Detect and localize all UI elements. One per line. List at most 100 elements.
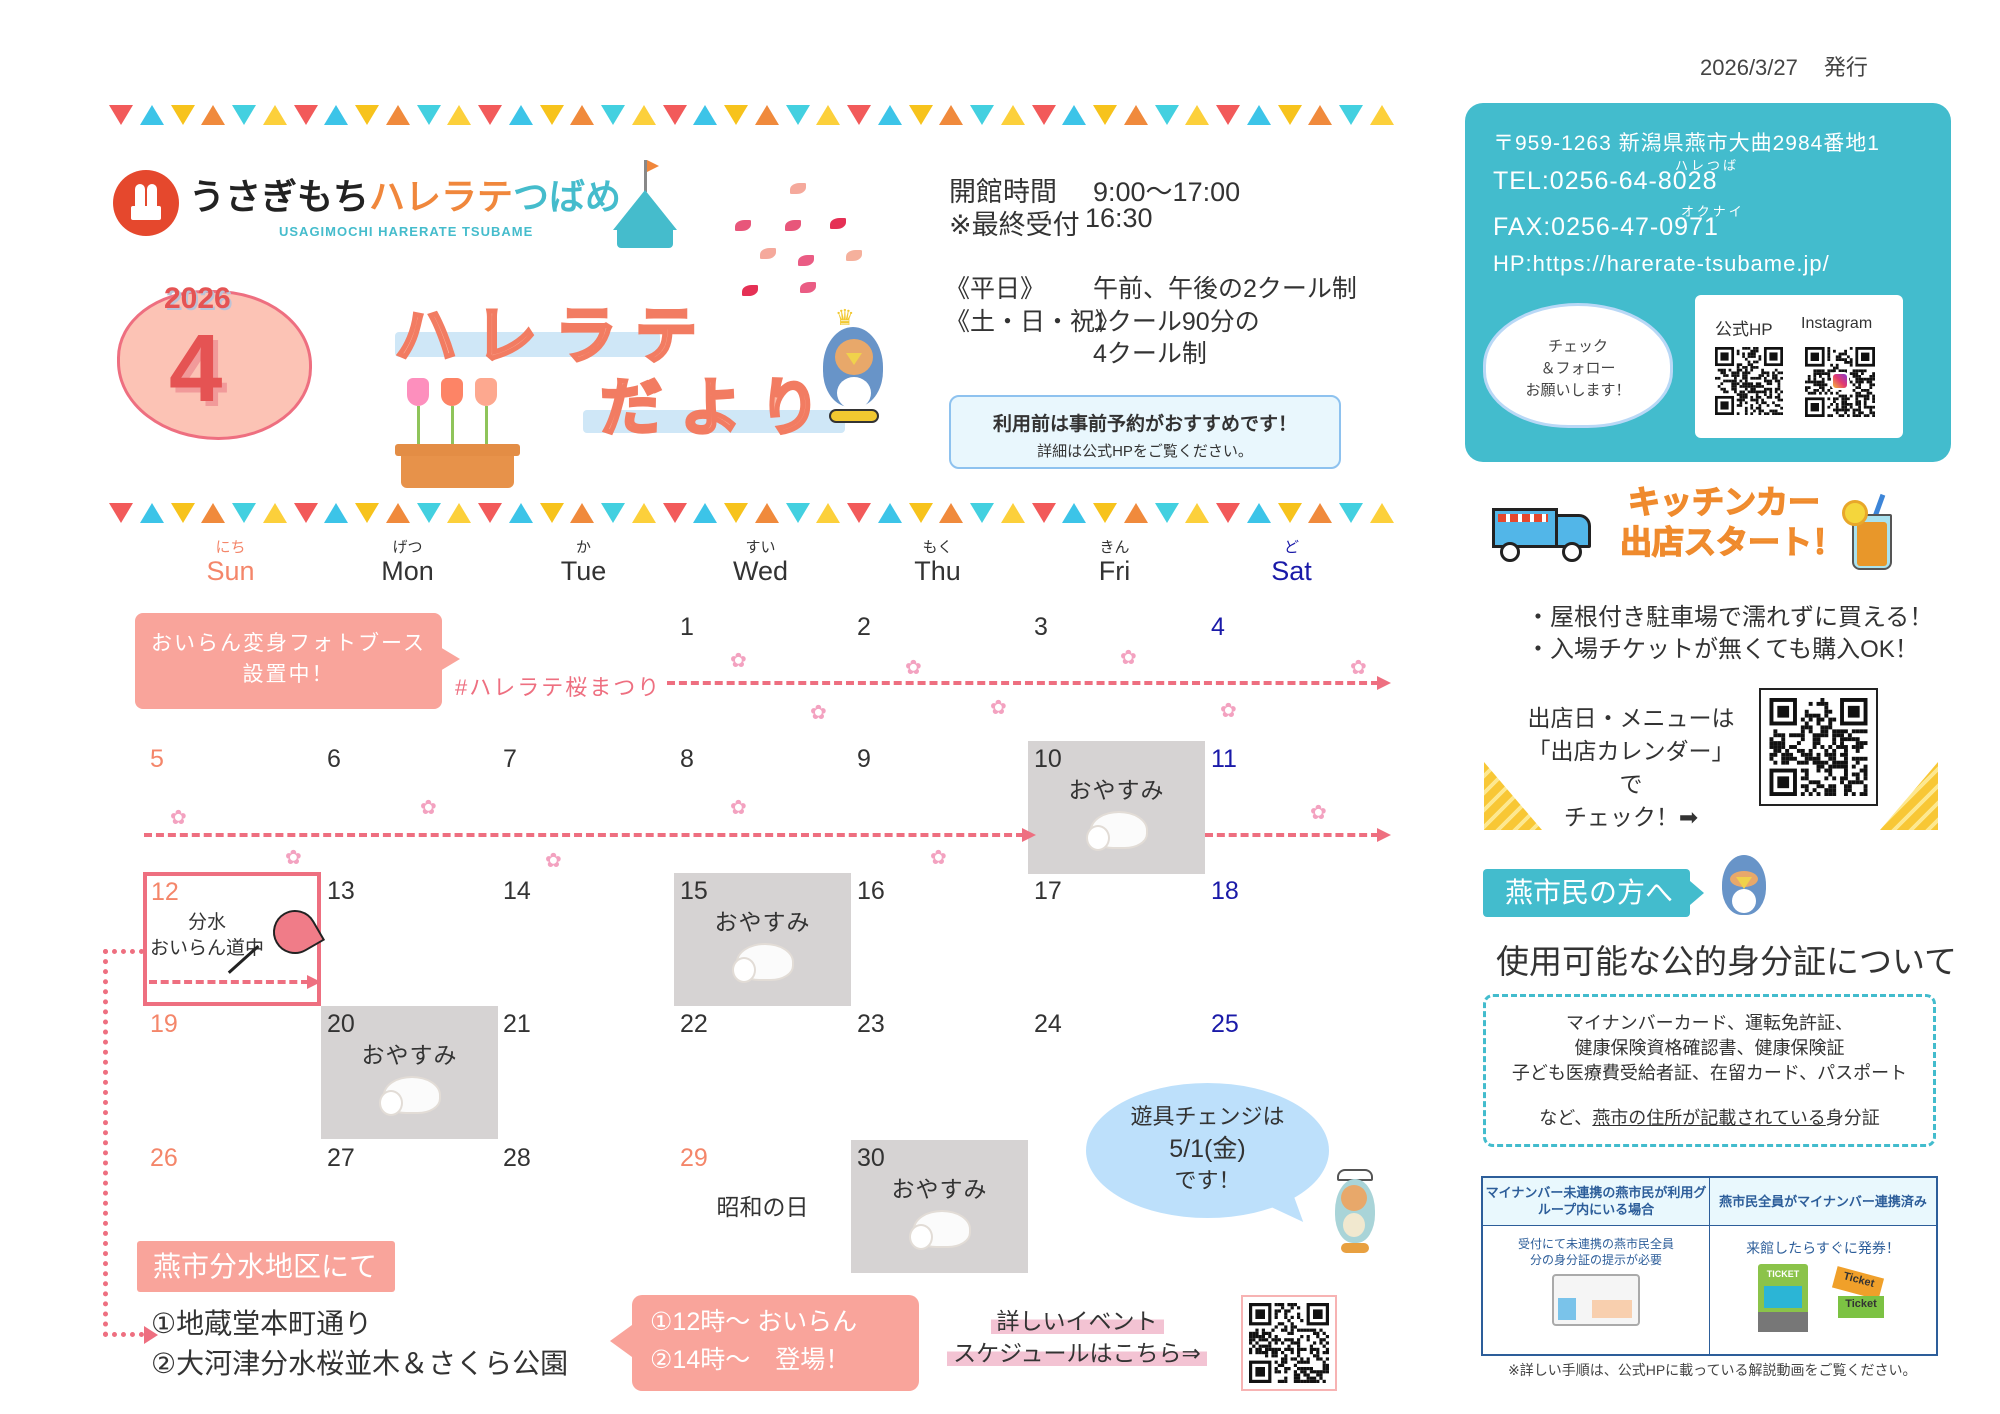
bunting-triangle xyxy=(1031,503,1056,523)
swallow-mascot-hat xyxy=(1327,1169,1382,1257)
bunting-triangle xyxy=(447,105,472,125)
festival-arrow-week1 xyxy=(667,676,1391,690)
kitchen-calendar-line-2: 「出店カレンダー」で xyxy=(1527,738,1735,797)
calendar-day-18[interactable]: 18 xyxy=(1205,873,1382,1006)
calendar-day-16[interactable]: 16 xyxy=(851,873,1028,1006)
petal-icon xyxy=(800,282,816,293)
sakura-icon: ✿ xyxy=(730,650,747,672)
calendar-day-3[interactable]: 3 xyxy=(1028,609,1205,742)
weekday-ruby: すい xyxy=(745,539,776,556)
bunsui-label: 燕市分水地区にて xyxy=(137,1241,395,1292)
calendar-day-11[interactable]: 11 xyxy=(1205,741,1382,874)
juice-icon xyxy=(1842,490,1900,570)
calendar-day-14[interactable]: 14 xyxy=(497,873,674,1006)
bunting-triangle xyxy=(539,503,564,523)
kitchen-calendar-line-3: チェック！➡ xyxy=(1563,804,1699,830)
weekday-label: 《平日》 xyxy=(945,275,1046,303)
logo-text-a: うさぎもち xyxy=(189,176,370,217)
bunting-triangle xyxy=(939,105,964,125)
bunting-triangle xyxy=(262,105,287,125)
month-badge: 2026 4 xyxy=(109,272,319,442)
bunting-triangle xyxy=(662,105,687,125)
bunting-triangle xyxy=(662,503,687,523)
kitchen-bullet-2: ・入場チケットが無くても購入OK！ xyxy=(1526,636,1919,663)
bunting-triangle xyxy=(293,105,318,125)
hours-value: 9:00～17:00 xyxy=(1093,177,1241,207)
homepage-qr-code[interactable] xyxy=(1715,347,1783,415)
reservation-notice: 利用前は事前予約がおすすめです！ 詳細は公式HPをご覧ください。 xyxy=(949,395,1341,469)
kitchen-calendar-qr-code[interactable] xyxy=(1759,688,1878,806)
day-number: 4 xyxy=(1211,613,1225,641)
calendar-day-25[interactable]: 25 xyxy=(1205,1006,1382,1139)
petal-icon xyxy=(798,255,814,266)
id-note-prefix: など、 xyxy=(1539,1108,1593,1128)
logo-text-c: つばめ xyxy=(513,176,622,217)
id-card-illustration xyxy=(1552,1273,1640,1326)
oiran-time-1: ①12時～ おいらん xyxy=(650,1308,858,1336)
calendar-day-28[interactable]: 28 xyxy=(497,1140,674,1273)
bunting-triangle xyxy=(1000,503,1025,523)
sakura-icon: ✿ xyxy=(1350,657,1367,679)
weekend-value-1: 1クール90分の xyxy=(1093,308,1260,336)
weekday-name: Mon xyxy=(381,556,434,586)
calendar-day-9[interactable]: 9 xyxy=(851,741,1028,874)
calendar-day-19[interactable]: 19 xyxy=(144,1006,321,1139)
bunting-triangle xyxy=(939,503,964,523)
calendar-day-6[interactable]: 6 xyxy=(321,741,498,874)
photo-booth-callout: おいらん変身フォトブース 設置中！ xyxy=(135,613,460,709)
calendar-day-22[interactable]: 22 xyxy=(674,1006,851,1139)
event-schedule-qr-code[interactable] xyxy=(1241,1295,1337,1391)
closed-label: おやすみ xyxy=(714,909,811,935)
bunting-triangle xyxy=(232,503,256,523)
bunting-middle xyxy=(109,503,1394,529)
homepage-link[interactable]: HP:https://harerate-tsubame.jp/ xyxy=(1493,251,1830,276)
qr-hp-label: 公式HP xyxy=(1715,320,1773,339)
calendar-day-21[interactable]: 21 xyxy=(497,1006,674,1139)
bunting-triangle xyxy=(355,105,379,125)
weekday-ruby: ど xyxy=(1283,539,1299,556)
instagram-qr-code[interactable] xyxy=(1805,347,1875,417)
footnote: ※詳しい手順は、公式HPに載っている解説動画をご覧ください。 xyxy=(1508,1362,1917,1378)
ticket-machine-icon: TICKET xyxy=(1758,1263,1808,1332)
calendar-day-4[interactable]: 4 xyxy=(1205,609,1382,742)
bunting-triangle xyxy=(293,503,318,523)
photo-booth-line-2: 設置中！ xyxy=(242,663,335,686)
rabbit-logo-icon xyxy=(113,170,179,236)
bunting-triangle xyxy=(1339,105,1363,125)
bunsui-place-1: ①地蔵堂本町通り xyxy=(151,1308,373,1339)
bunting-triangle xyxy=(1277,105,1302,125)
bunting-triangle xyxy=(1123,503,1148,523)
tel[interactable]: TEL:0256-64-8028 xyxy=(1493,167,1718,195)
sakura-icon: ✿ xyxy=(545,850,562,872)
calendar-day-8[interactable]: 8 xyxy=(674,741,851,874)
calendar-day-2[interactable]: 2 xyxy=(851,609,1028,742)
day-12-event-box: 12 分水おいらん道中 xyxy=(143,872,326,1006)
bunting-triangle xyxy=(385,503,410,523)
calendar-day-23[interactable]: 23 xyxy=(851,1006,1028,1139)
event-schedule-link[interactable]: 詳しいイベント スケジュールはこちら⇒ xyxy=(937,1305,1217,1369)
calendar-day-13[interactable]: 13 xyxy=(321,873,498,1006)
weekend-label: 《土・日・祝》 xyxy=(945,308,1121,336)
calendar-day-17[interactable]: 17 xyxy=(1028,873,1205,1006)
sleeping-sheep-icon xyxy=(379,1076,441,1116)
calendar-day-5[interactable]: 5 xyxy=(144,741,321,874)
year: 2026 xyxy=(164,282,231,315)
day-number: 30 xyxy=(857,1144,885,1172)
calendar-day-7[interactable]: 7 xyxy=(497,741,674,874)
calendar-day-26[interactable]: 26 xyxy=(144,1140,321,1273)
weekday-name: Wed xyxy=(732,556,789,586)
day-12-event-line-2: おいらん道中 xyxy=(149,938,264,959)
id-note-underlined: 燕市の住所が記載されている xyxy=(1592,1108,1826,1128)
calendar-day-1[interactable]: 1 xyxy=(674,609,851,742)
calendar-day-27[interactable]: 27 xyxy=(321,1140,498,1273)
calendar-day-24[interactable]: 24 xyxy=(1028,1006,1205,1139)
